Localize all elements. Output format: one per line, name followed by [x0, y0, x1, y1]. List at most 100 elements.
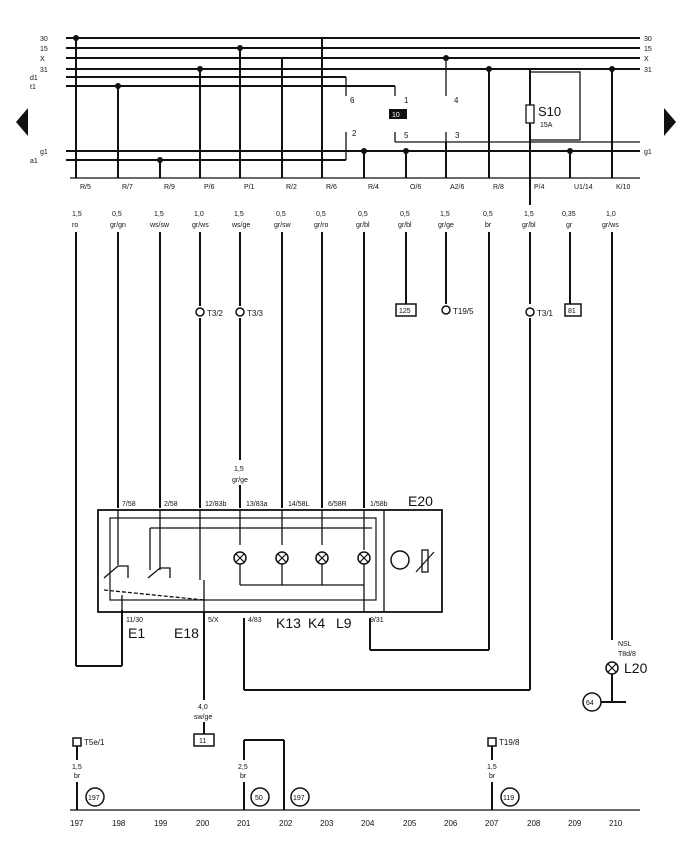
wire-size: 1,5: [72, 211, 82, 218]
prev-page-arrow[interactable]: [16, 108, 28, 136]
wire-color: ro: [72, 222, 78, 229]
rail-label: 15: [644, 46, 652, 53]
rail-label: X: [644, 56, 649, 63]
switch-pin: 6/58R: [328, 501, 347, 508]
component-e20: E20: [408, 493, 433, 509]
wire-size: 0,5: [483, 211, 493, 218]
wire-color: gr/bl: [398, 222, 412, 229]
fuse-s10: S10 15A: [525, 69, 581, 205]
column-number: 204: [361, 819, 375, 828]
wire-size: 0,5: [400, 211, 410, 218]
wire-size: 1,5: [72, 764, 82, 771]
rail-label: 30: [40, 36, 48, 43]
wire-color: br: [240, 773, 247, 780]
switch-pin: 2/58: [164, 501, 178, 508]
wire-color: gr/ws: [602, 222, 619, 229]
relay-tag: 10: [392, 112, 400, 119]
switch-pin: 9/31: [370, 617, 384, 624]
component-k13: K13: [276, 615, 301, 631]
wire-size: 1,0: [606, 211, 616, 218]
connector-label: P/4: [534, 184, 545, 191]
component-l9: L9: [336, 615, 352, 631]
indicator-lamp-icon: [357, 551, 371, 565]
wire-spec-labels: 1,5 ro 0,5 gr/gn 1,5 ws/sw 1,0 gr/ws 1,5…: [72, 211, 619, 229]
wire-size: 0,35: [562, 211, 576, 218]
indicator-lamp-icon: [233, 551, 247, 565]
wire-color: gr/ge: [232, 477, 248, 484]
connector-label: R/7: [122, 184, 133, 191]
column-number: 205: [403, 819, 417, 828]
wire-size: 1,5: [524, 211, 534, 218]
fog-lamp-l20: NSL T8d/8 L20 64: [582, 641, 648, 712]
connector-t195: T19/5: [453, 307, 474, 316]
switch-pin: 1/58b: [370, 501, 388, 508]
wire-size: 4,0: [198, 704, 208, 711]
switch-pins-top: 7/58 2/58 12/83b 13/83a 14/58L 6/58R 1/5…: [122, 501, 388, 508]
dimmer-icon: [390, 550, 410, 570]
relay-pin: 5: [404, 131, 409, 140]
connector-label-row: R/5 R/7 R/9 P/6 P/1 R/2 R/6 R/4 O/6 A2/6…: [80, 184, 631, 191]
rail-label: 31: [40, 67, 48, 74]
wire-size: 0,5: [276, 211, 286, 218]
vertical-wires-top: [75, 38, 613, 178]
switch-pin: 4/83: [248, 617, 262, 624]
rail-label: g1: [644, 149, 652, 156]
component-labels: E1 E18 K13 K4 L9: [128, 615, 352, 641]
component-e1: E1: [128, 625, 145, 641]
rail-label: g1: [40, 149, 48, 156]
wire-color: br: [74, 773, 81, 780]
rail-label: 30: [644, 36, 652, 43]
lamp-connector: T8d/8: [618, 651, 636, 658]
column-number: 200: [196, 819, 210, 828]
rail-label: X: [40, 56, 45, 63]
vertical-wires-main: [75, 232, 613, 691]
tag-125: 125: [399, 308, 411, 315]
column-number: 199: [154, 819, 168, 828]
wire-color: ws/sw: [149, 222, 170, 229]
column-number: 203: [320, 819, 334, 828]
rail-labels-right: 30 15 X 31 g1: [644, 36, 652, 156]
indicator-lamp-icon: [275, 551, 289, 565]
relay-pin: 3: [455, 131, 460, 140]
tag-81: 81: [568, 308, 576, 315]
page-ref: 119: [503, 795, 514, 802]
connector-t33: T3/3: [247, 309, 264, 318]
bottom-mid-wire: 2,5 br 50 197: [238, 739, 310, 810]
switch-pin: 5/X: [208, 617, 219, 624]
wire-color: gr/sw: [274, 222, 292, 229]
fuse-name: S10: [538, 104, 561, 119]
component-k4: K4: [308, 615, 325, 631]
wire-color: gr/ws: [192, 222, 209, 229]
rheostat-icon: [421, 549, 429, 573]
wire-size: 0,5: [112, 211, 122, 218]
wire-size: 1,5: [234, 211, 244, 218]
connector-label: R/8: [493, 184, 504, 191]
connector-label: A2/6: [450, 184, 465, 191]
column-number: 198: [112, 819, 126, 828]
lamp-connector: NSL: [618, 641, 632, 648]
switch-pin: 11/30: [126, 617, 143, 624]
next-page-arrow[interactable]: [664, 108, 676, 136]
bottom-left-ground: T5e/1 1,5 br 197: [72, 737, 105, 810]
connector-t31: T3/1: [537, 309, 554, 318]
switch-pins-bottom: 11/30 5/X 4/83 9/31: [126, 617, 384, 624]
rail-label: a1: [30, 158, 38, 165]
switch-pin: 14/58L: [288, 501, 310, 508]
wire-color: ws/ge: [231, 222, 250, 229]
wire-size: 1,5: [440, 211, 450, 218]
wire-color: sw/ge: [194, 714, 212, 721]
connector-label: R/2: [286, 184, 297, 191]
column-numbers: 197 198 199 200 201 202 203 204 205 206 …: [70, 819, 623, 828]
wire-color: gr/bl: [356, 222, 370, 229]
column-number: 209: [568, 819, 582, 828]
column-number: 210: [609, 819, 623, 828]
connector-label: R/9: [164, 184, 175, 191]
page-ref: 50: [255, 795, 263, 802]
wire-color: br: [489, 773, 496, 780]
mid-connectors: T3/2 T3/3 125 T19/5 T3/1 81: [195, 303, 582, 318]
wire-color: gr/ge: [438, 222, 454, 229]
column-number: 207: [485, 819, 499, 828]
wire-size: 1,0: [194, 211, 204, 218]
page-ref: 197: [88, 795, 100, 802]
